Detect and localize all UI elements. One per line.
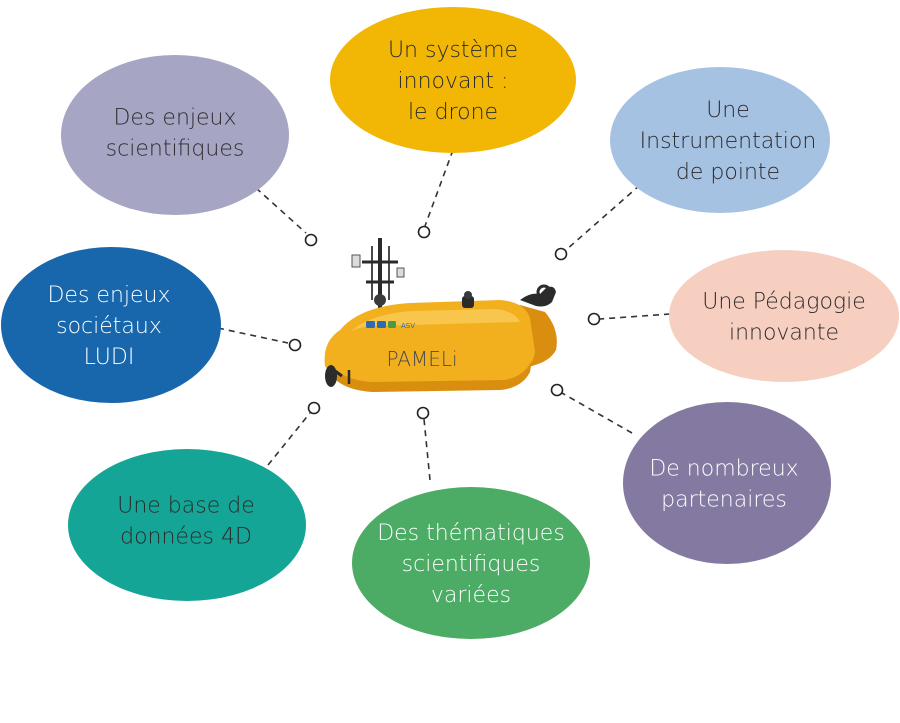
bubble-label: Un système innovant : le drone xyxy=(388,38,518,125)
bubble-label-line: données 4D xyxy=(120,525,252,550)
bubble-label-line: innovant : xyxy=(398,69,509,94)
bubble-label: Une Pédagogie innovante xyxy=(702,290,866,346)
anchor-partenaires xyxy=(550,383,564,397)
bubble-label-line: Instrumentation xyxy=(640,129,817,154)
bubble-label-line: Des enjeux xyxy=(47,283,170,308)
bubble-label-line: Une xyxy=(706,98,750,123)
anchor-base-donnees xyxy=(307,401,321,415)
connector-instrumentation xyxy=(565,184,641,251)
anchor-pedagogie xyxy=(587,312,601,326)
drone-hull-highlight xyxy=(350,309,520,332)
bubble-label-line: De nombreux xyxy=(649,457,798,482)
bubble-pedagogie: Une Pédagogie innovante xyxy=(669,250,899,382)
bubble-label: Des thématiques scientifiques variées xyxy=(377,521,565,608)
bubble-shape xyxy=(352,487,590,639)
camera-arm-icon xyxy=(520,284,556,307)
bubble-label-line: variées xyxy=(431,583,511,608)
connector-partenaires xyxy=(561,392,633,434)
anchor-enjeux-societaux xyxy=(288,338,302,352)
bubble-thematiques: Des thématiques scientifiques variées xyxy=(352,487,590,639)
hull-small-label: ASV xyxy=(401,322,415,330)
bubble-shape xyxy=(610,67,830,213)
bubble-label-line: partenaires xyxy=(661,488,787,513)
connector-base-donnees xyxy=(267,412,311,466)
bubble-shape xyxy=(623,402,831,564)
bubble-shape xyxy=(61,55,289,215)
bubble-label-line: Des thématiques xyxy=(377,521,565,546)
connector-pedagogie xyxy=(599,313,671,320)
bubble-label-line: Un système xyxy=(388,38,518,63)
bubble-shape xyxy=(330,7,576,153)
bubble-label: De nombreux partenaires xyxy=(649,457,798,513)
bubble-label-line: scientifiques xyxy=(402,552,541,577)
bubble-label-line: innovante xyxy=(729,321,839,346)
bubble-base-donnees: Une base de données 4D xyxy=(68,449,306,601)
bubble-label-line: Une Pédagogie xyxy=(702,290,866,315)
bubble-label: Une base de données 4D xyxy=(117,494,255,550)
connector-enjeux-scientifiques xyxy=(255,187,307,234)
connector-thematiques xyxy=(423,418,431,481)
pameli-label: PAMELi xyxy=(386,347,457,371)
propeller-icon xyxy=(325,365,351,387)
anchor-systeme-innovant xyxy=(417,225,431,239)
bubble-shape xyxy=(1,247,221,403)
bubble-partenaires: De nombreux partenaires xyxy=(623,402,831,564)
bubble-label-line: Des enjeux xyxy=(113,106,236,131)
bubble-systeme-innovant: Un système innovant : le drone xyxy=(330,7,576,153)
anchor-enjeux-scientifiques xyxy=(304,233,318,247)
bubble-label-line: de pointe xyxy=(676,160,780,185)
bubble-label-line: LUDI xyxy=(84,345,135,370)
bubble-label: Des enjeux scientifiques xyxy=(106,106,245,162)
bubble-label-line: scientifiques xyxy=(106,137,245,162)
connector-systeme-innovant xyxy=(424,149,454,227)
bubble-shape xyxy=(669,250,899,382)
bubble-label-line: le drone xyxy=(408,100,498,125)
bubble-enjeux-scientifiques: Des enjeux scientifiques xyxy=(61,55,289,215)
sensor-dome-icon xyxy=(462,291,474,308)
anchor-instrumentation xyxy=(554,247,568,261)
bubble-label-line: sociétaux xyxy=(56,314,162,339)
anchors xyxy=(288,225,601,420)
drone-hull-shadow xyxy=(330,360,532,392)
hull-logos: ASV xyxy=(366,321,415,330)
connectors xyxy=(217,149,671,481)
connector-enjeux-societaux xyxy=(217,327,289,344)
mast-antennas-icon xyxy=(351,238,405,312)
bubble-label-line: Une base de xyxy=(117,494,255,519)
bubble-shape xyxy=(68,449,306,601)
anchor-thematiques xyxy=(416,406,430,420)
pameli-drone: ASV PAMELi xyxy=(324,238,557,392)
